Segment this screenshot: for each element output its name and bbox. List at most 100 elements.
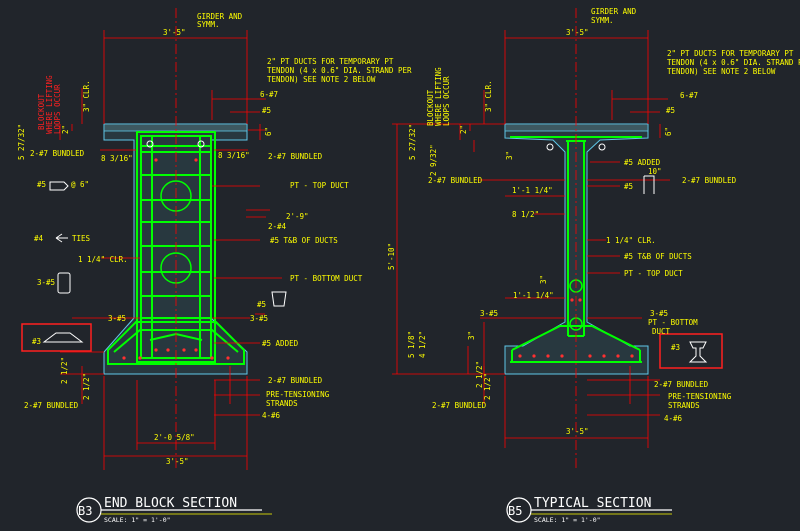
end-block-highlight-box[interactable]	[21, 323, 92, 352]
label-symm: SYMM.	[197, 20, 220, 29]
end-block-bar-5-shape-right	[271, 291, 287, 307]
label-tb-ducts: #5 T&B OF DUCTS	[270, 236, 338, 245]
label-pt-top-duct: PT - TOP DUCT	[624, 269, 683, 278]
end-block-strands	[122, 158, 230, 360]
typical-scale: SCALE: 1" = 1'-0"	[534, 516, 601, 524]
label-girder-symm: GIRDER AND	[591, 7, 637, 16]
label-width-top: 3'-5"	[566, 28, 589, 37]
label-bundled-top-right: 2-#7 BUNDLED	[682, 176, 737, 185]
label-pt-ducts-2: TENDON (4 x 0.6" DIA. STRAND PER	[267, 66, 412, 75]
label-5-hook: #5	[624, 182, 633, 191]
typical-section	[392, 8, 723, 523]
typical-pt-duct-right	[598, 143, 606, 151]
label-2-9: 2'-9"	[286, 212, 309, 221]
label-pretensioning: PRE-TENSIONING	[266, 390, 330, 399]
label-pt-ducts-3: TENDON) SEE NOTE 2 BELOW	[267, 75, 376, 84]
label-blockout-3: LOOPS OCCUR	[442, 76, 451, 126]
label-2-1-2-right: 2 1/2"	[82, 373, 91, 400]
label-clr-3: 3" CLR.	[82, 80, 91, 112]
label-clr-1-1-4: 1 1/4" CLR.	[606, 236, 656, 245]
typical-top-band	[504, 123, 649, 132]
end-block-ties-arrow	[55, 233, 68, 243]
label-2: 2"	[459, 125, 468, 134]
typical-labels: GIRDER AND SYMM. 3'-5" 2" PT DUCTS FOR T…	[387, 7, 800, 436]
typical-pt-duct-left	[546, 143, 554, 151]
label-1-1-1-4-top: 1'-1 1/4"	[512, 186, 553, 195]
typical-title: TYPICAL SECTION	[534, 496, 651, 511]
typical-concrete-outline	[504, 123, 649, 375]
label-bundled-top-right: 2-#7 BUNDLED	[268, 152, 323, 161]
label-height: 5'-10"	[387, 243, 396, 270]
label-pretensioning: PRE-TENSIONING	[668, 392, 732, 401]
label-2: 2"	[61, 125, 70, 134]
label-3-5-left: 3-#5	[480, 309, 498, 318]
typical-strands	[518, 298, 634, 358]
label-pt-bottom: PT - BOTTOM	[648, 318, 698, 327]
label-strands: STRANDS	[266, 399, 298, 408]
label-bundled-top-left: 2-#7 BUNDLED	[428, 176, 483, 185]
label-width-bottom: 3'-5"	[566, 427, 589, 436]
label-2-4: 2-#4	[268, 222, 287, 231]
label-bundled-bottom-left: 2-#7 BUNDLED	[432, 401, 487, 410]
label-duct: DUCT	[652, 327, 671, 336]
label-blockout-2: WHERE LIFTING	[45, 75, 54, 134]
label-width-top: 3'-5"	[163, 28, 186, 37]
label-bar-3-boxed: #3	[32, 337, 41, 346]
label-bar-3-boxed: #3	[671, 343, 680, 352]
label-5-27-32: 5 27/32"	[408, 124, 417, 160]
label-clr-3: 3" CLR.	[484, 80, 493, 112]
label-pt-ducts-2: TENDON (4 x 0.6" DIA. STRAND PER	[667, 58, 800, 67]
label-5-added: #5 ADDED	[624, 158, 661, 167]
label-3-low: 3"	[467, 331, 476, 340]
label-bar-4-ties: #4	[34, 234, 44, 243]
label-tb-ducts: #5 T&B OF DUCTS	[624, 252, 692, 261]
label-5-added: #5 ADDED	[262, 339, 299, 348]
label-2-9-32: 2 9/32"	[429, 144, 438, 176]
typical-bar-3-shape	[688, 341, 708, 363]
label-blockout-3: LOOPS OCCUR	[53, 84, 62, 134]
label-2-1-2-left: 2 1/2"	[475, 361, 484, 388]
label-pt-ducts: 2" PT DUCTS FOR TEMPORARY PT	[667, 49, 794, 58]
end-block-bar-5-shape	[49, 181, 69, 191]
label-3-5-mid-right: 3-#5	[250, 314, 268, 323]
label-strands: STRANDS	[668, 401, 700, 410]
typical-tag: B5	[508, 504, 522, 518]
label-6-7: 6-#7	[260, 90, 278, 99]
label-5-1-8: 5 1/8"	[407, 331, 416, 358]
label-3-mid: 3"	[539, 275, 548, 284]
end-block-bar-3-shape	[42, 332, 84, 343]
end-block-concrete-outline	[103, 123, 248, 375]
label-3: 3"	[505, 151, 514, 160]
label-pt-top-duct: PT - TOP DUCT	[290, 181, 349, 190]
end-block-title: END BLOCK SECTION	[104, 496, 237, 511]
label-10: 10"	[648, 167, 662, 176]
end-block-tag: B3	[78, 504, 92, 518]
typical-dimensions	[392, 30, 670, 448]
label-ties: TIES	[72, 234, 91, 243]
label-2-0-5-8: 2'-0 5/8"	[154, 433, 195, 442]
end-block-section	[21, 8, 287, 523]
end-block-blockout-note: BLOCKOUT WHERE LIFTING LOOPS OCCUR	[37, 75, 62, 134]
label-bundled-bottom-right: 2-#7 BUNDLED	[654, 380, 709, 389]
label-girder-symm: GIRDER AND	[197, 12, 243, 21]
label-5-top: #5	[262, 106, 271, 115]
label-5-mid: #5	[257, 300, 266, 309]
label-8-1-2: 8 1/2"	[512, 210, 539, 219]
label-at-6: @ 6"	[71, 180, 89, 189]
label-bundled-bottom-right: 2-#7 BUNDLED	[268, 376, 323, 385]
typical-highlight-box[interactable]	[659, 333, 723, 369]
label-blockout-2: WHERE LIFTING	[434, 67, 443, 126]
end-block-scale: SCALE: 1" = 1'-0"	[104, 516, 171, 524]
end-block-dimensions	[59, 30, 282, 470]
label-8-3-16-left: 8 3/16"	[101, 154, 133, 163]
title-blocks: B3 END BLOCK SECTION SCALE: 1" = 1'-0" B…	[78, 496, 651, 524]
label-width-bottom: 3'-5"	[166, 457, 189, 466]
label-clr-1-1-4: 1 1/4" CLR.	[78, 255, 128, 264]
label-bundled-bottom-left: 2-#7 BUNDLED	[24, 401, 79, 410]
label-bundled-top-left: 2-#7 BUNDLED	[30, 149, 85, 158]
label-2-1-2-right: 2 1/2"	[483, 373, 492, 400]
label-3-5-left: 3-#5	[37, 278, 55, 287]
